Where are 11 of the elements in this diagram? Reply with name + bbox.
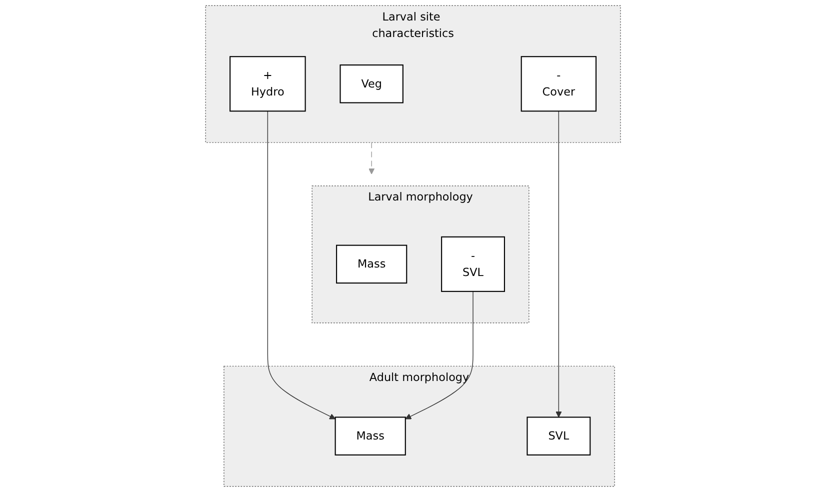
node-box: Mass — [336, 244, 408, 284]
node-box: + Hydro — [230, 56, 306, 112]
node-box: Veg — [340, 64, 404, 104]
node-box: - Cover — [521, 56, 597, 112]
arrow — [406, 291, 474, 420]
node-box: - SVL — [442, 236, 506, 292]
arrow — [268, 110, 336, 420]
node-box: SVL — [527, 416, 592, 456]
node-box: Mass — [335, 416, 406, 456]
arrow — [368, 142, 376, 174]
arrow — [556, 110, 562, 418]
